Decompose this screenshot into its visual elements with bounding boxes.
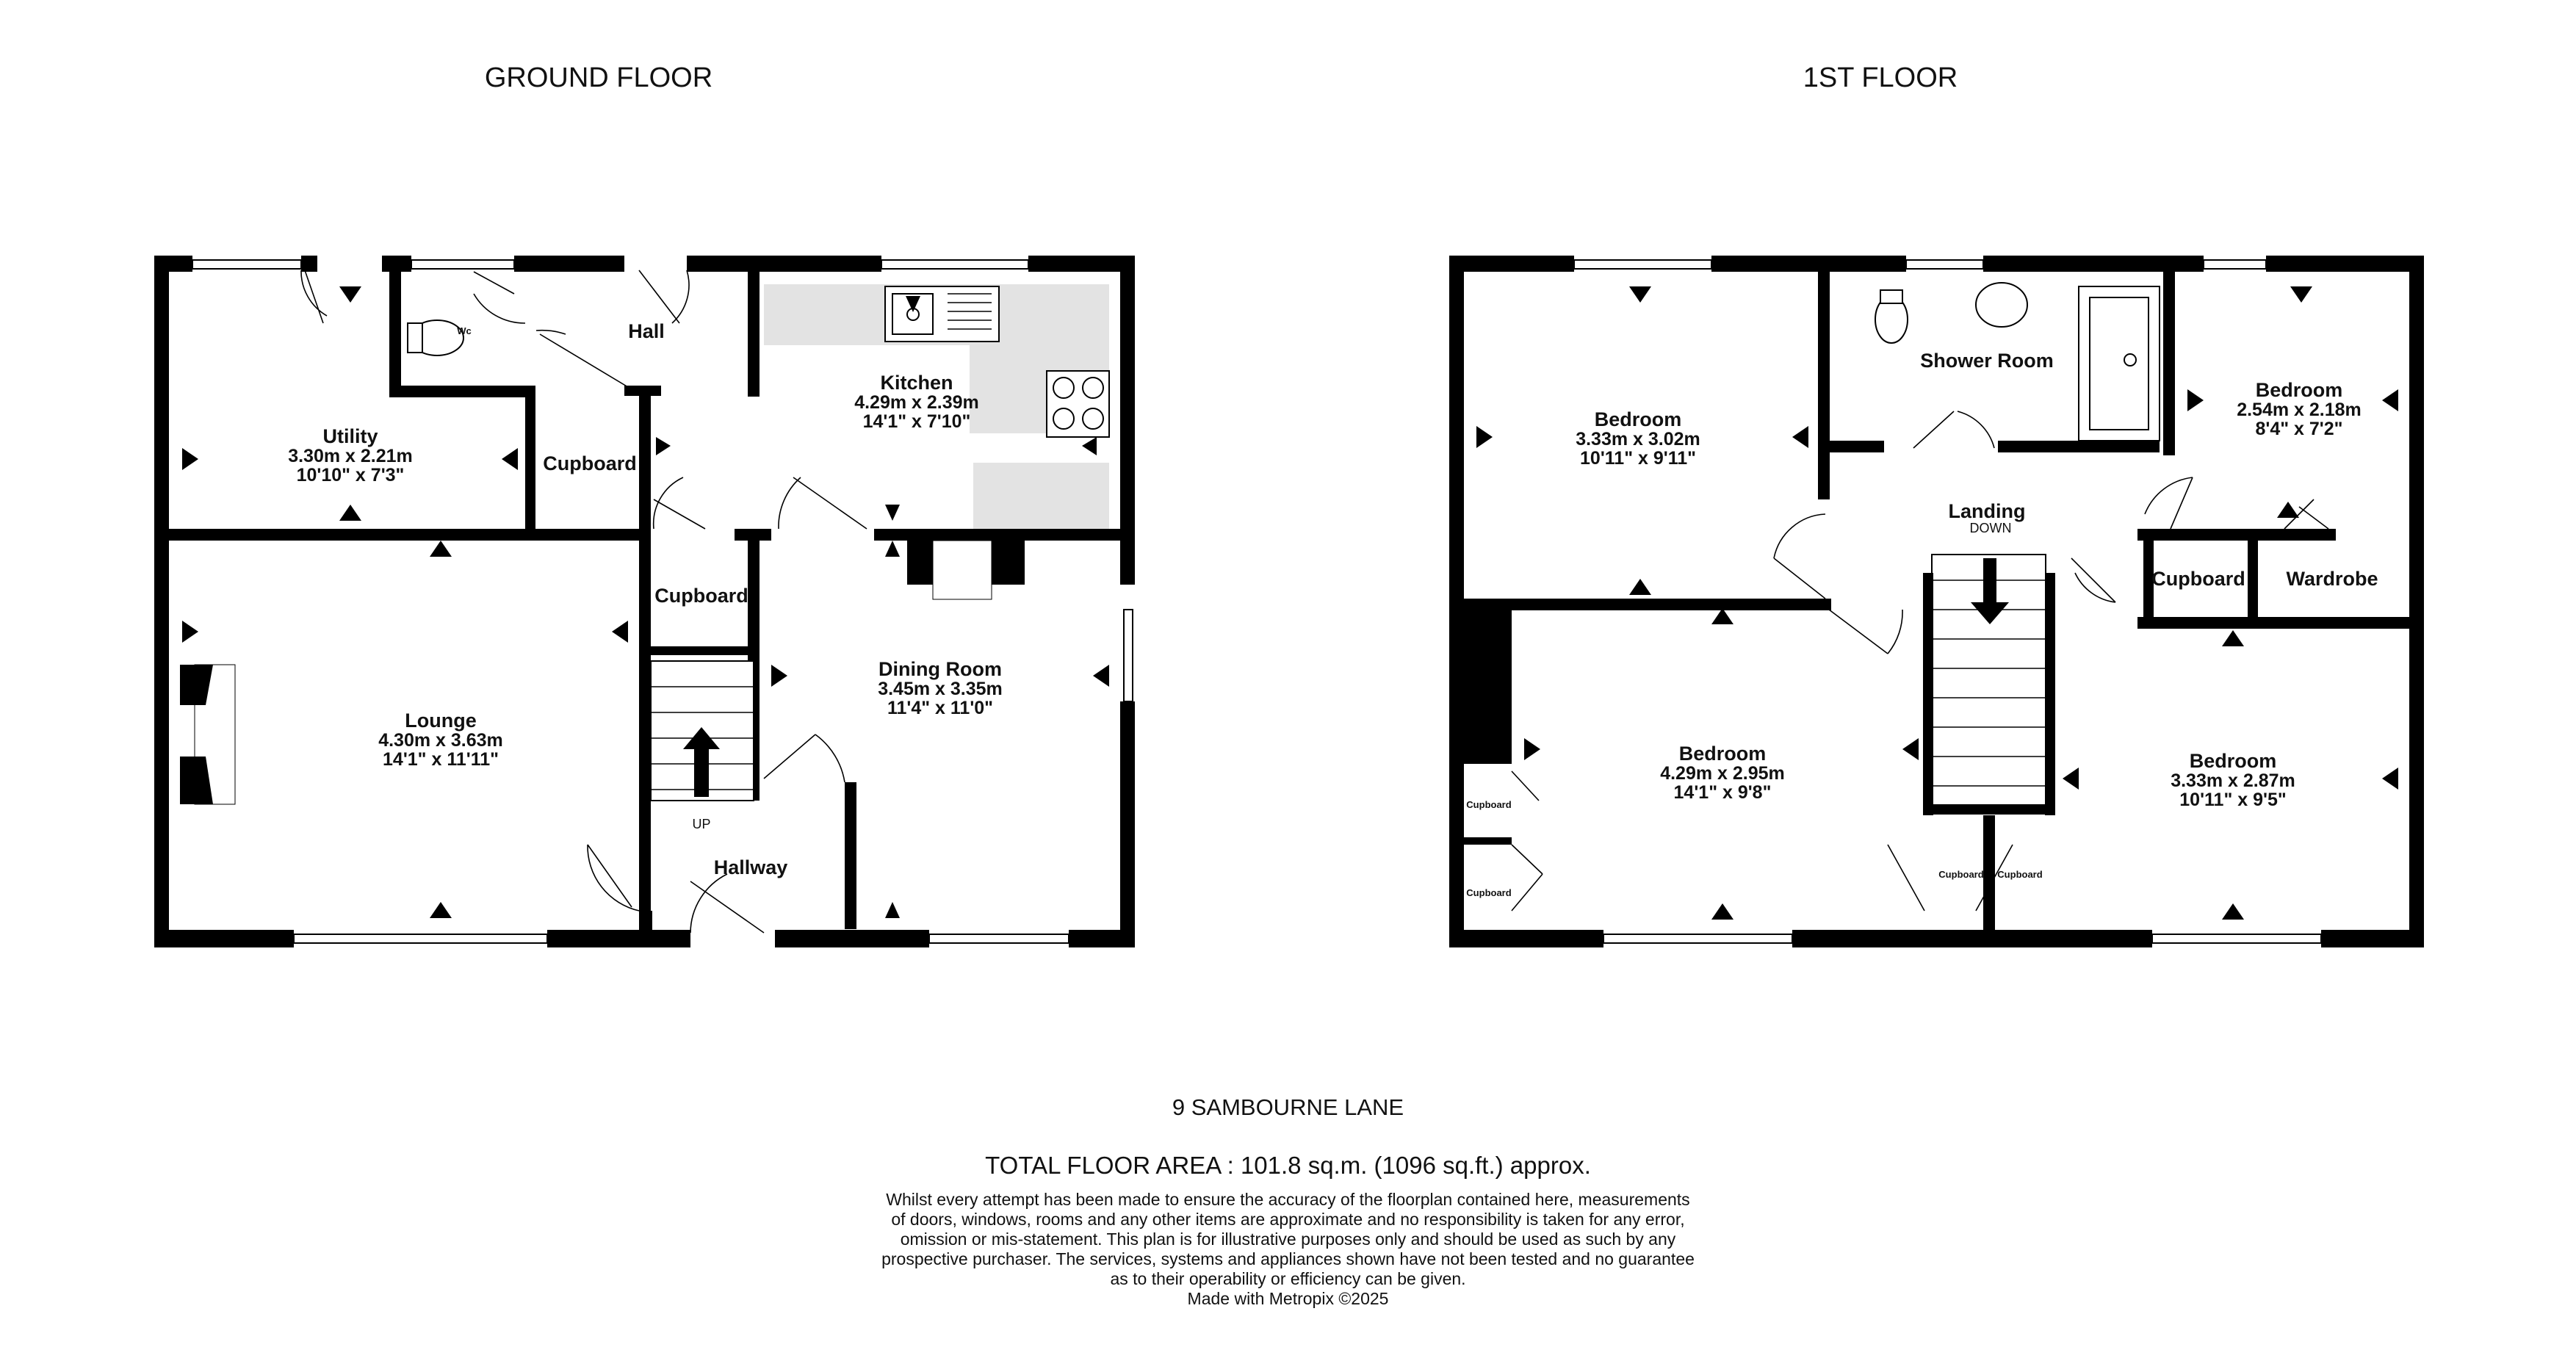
bedroom-4-imperial: 10'11" x 9'5": [2179, 790, 2286, 810]
bedroom-3-name: Bedroom: [1679, 743, 1767, 765]
total-floor-area: TOTAL FLOOR AREA : 101.8 sq.m. (1096 sq.…: [985, 1152, 1591, 1179]
disclaimer-line: Whilst every attempt has been made to en…: [886, 1190, 1690, 1209]
cupboard-c-name-1f: Cupboard: [1466, 887, 1511, 898]
cupboard-e-name-1f: Cupboard: [1997, 869, 2042, 880]
stairs-down-label: DOWN: [1970, 521, 2012, 535]
first-floor-title: 1ST FLOOR: [1803, 62, 1958, 93]
bedroom-3-imperial: 14'1" x 9'8": [1674, 782, 1772, 803]
wc-label: Wc: [457, 325, 472, 336]
bedroom-2-name: Bedroom: [2256, 379, 2343, 401]
disclaimer-line: of doors, windows, rooms and any other i…: [891, 1210, 1685, 1229]
bedroom-4-metric: 3.33m x 2.87m: [2171, 770, 2295, 791]
kitchen-metric: 4.29m x 2.39m: [854, 392, 979, 413]
bedroom-1-name: Bedroom: [1595, 408, 1682, 430]
cupboard-b-name-1f: Cupboard: [1466, 799, 1511, 810]
first-floor-plan: DOWN Bedroom 3.33m x 3.02m 10'11" x 9'11…: [1449, 256, 2424, 947]
dining-metric: 3.45m x 3.35m: [878, 679, 1003, 699]
ground-floor-plan: Wc UP Utility 3.30m x 2.21m 10'10" x 7'3…: [154, 256, 1135, 947]
bedroom-4-name: Bedroom: [2190, 750, 2277, 772]
landing-name: Landing: [1949, 500, 2026, 522]
bedroom-2-metric: 2.54m x 2.18m: [2237, 400, 2362, 420]
bedroom-1-metric: 3.33m x 3.02m: [1576, 429, 1700, 449]
shower-room-name: Shower Room: [1920, 350, 2054, 372]
dining-name: Dining Room: [878, 658, 1002, 680]
bedroom-2-imperial: 8'4" x 7'2": [2255, 419, 2342, 439]
disclaimer: Whilst every attempt has been made to en…: [840, 1190, 1736, 1309]
credit-line: Made with Metropix ©2025: [1187, 1289, 1389, 1308]
lounge-imperial: 14'1" x 11'11": [383, 749, 499, 770]
hall-name: Hall: [628, 320, 665, 342]
disclaimer-line: omission or mis-statement. This plan is …: [900, 1230, 1676, 1249]
cupboard-a-name-1f: Cupboard: [2151, 568, 2245, 590]
bedroom-3-metric: 4.29m x 2.95m: [1660, 763, 1785, 784]
kitchen-worktop-low: [973, 463, 1109, 529]
lounge-metric: 4.30m x 3.63m: [378, 730, 503, 751]
stairs-up-label: UP: [692, 817, 710, 831]
cupboard-b-name: Cupboard: [654, 585, 748, 607]
hallway-name: Hallway: [714, 856, 788, 878]
disclaimer-line: as to their operability or efficiency ca…: [1110, 1269, 1466, 1288]
bedroom-1-imperial: 10'11" x 9'11": [1580, 448, 1696, 469]
ground-floor-title: GROUND FLOOR: [485, 62, 712, 93]
plan-footer: 9 SAMBOURNE LANE TOTAL FLOOR AREA : 101.…: [0, 1094, 2576, 1309]
disclaimer-line: prospective purchaser. The services, sys…: [881, 1249, 1695, 1268]
dining-imperial: 11'4" x 11'0": [887, 698, 993, 718]
property-address: 9 SAMBOURNE LANE: [1172, 1094, 1404, 1120]
cupboard-d-name-1f: Cupboard: [1938, 869, 1983, 880]
ground-measure-arrows: [182, 286, 1109, 918]
kitchen-imperial: 14'1" x 7'10": [863, 411, 971, 432]
lounge-name: Lounge: [405, 710, 476, 732]
utility-name: Utility: [322, 425, 378, 447]
utility-metric: 3.30m x 2.21m: [288, 446, 413, 466]
utility-imperial: 10'10" x 7'3": [297, 465, 405, 485]
kitchen-name: Kitchen: [880, 372, 953, 394]
cupboard-a-name: Cupboard: [543, 452, 637, 474]
first-measure-arrows: [1476, 286, 2398, 920]
wardrobe-name: Wardrobe: [2286, 568, 2378, 590]
